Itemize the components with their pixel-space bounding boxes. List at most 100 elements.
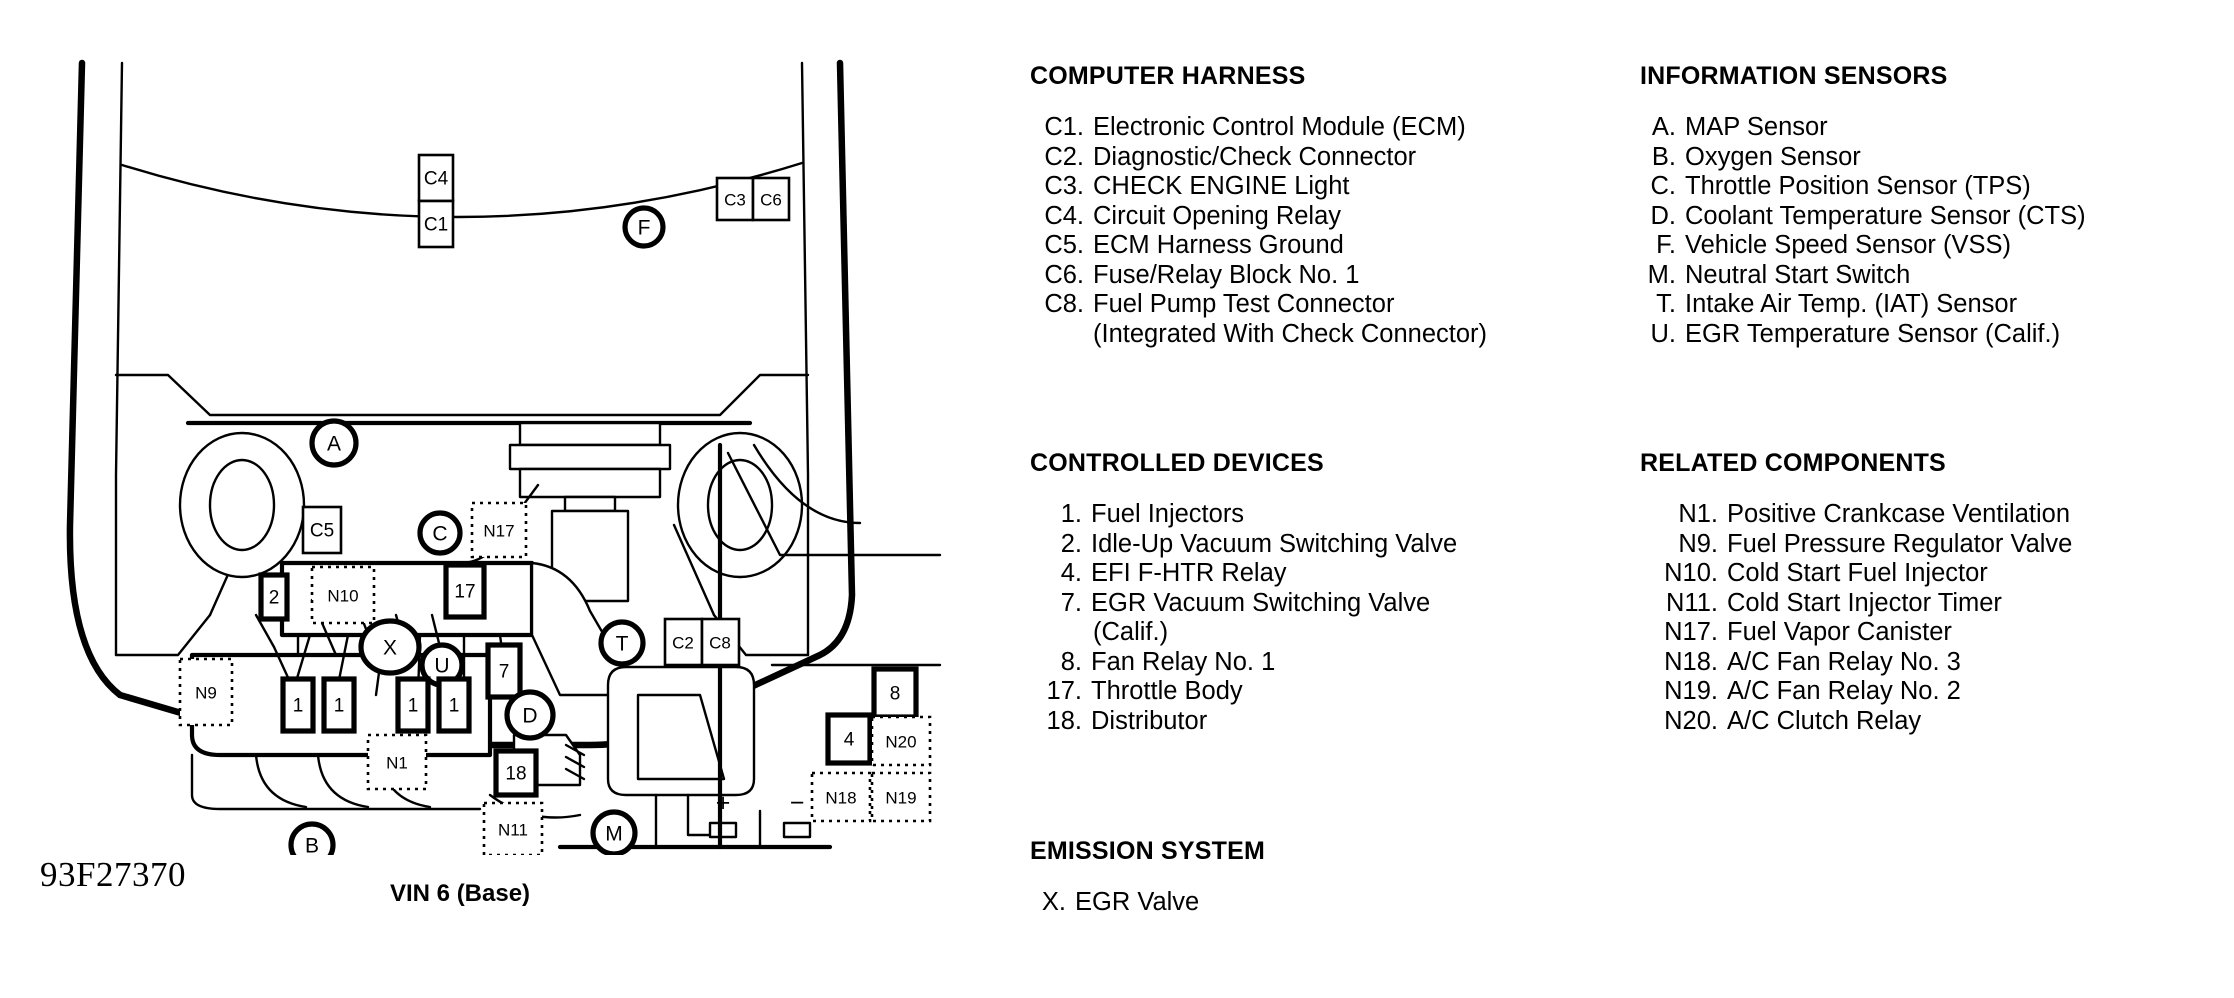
callout-8[interactable]: 8: [871, 666, 919, 720]
list-item: B.Oxygen Sensor: [1640, 143, 2234, 173]
callout-b[interactable]: B: [288, 821, 336, 855]
item-ref: C6.: [1044, 260, 1084, 289]
item-desc: Distributor: [1091, 706, 1208, 735]
list-item: N20.A/C Clutch Relay: [1640, 707, 2234, 737]
list-item: N17.Fuel Vapor Canister: [1640, 618, 2234, 648]
list-item: M.Neutral Start Switch: [1640, 261, 2234, 291]
item-desc: Positive Crankcase Ventilation: [1727, 500, 2071, 528]
item-desc: Cold Start Fuel Injector: [1727, 559, 1988, 587]
callout-1-c[interactable]: 1: [395, 676, 431, 734]
callout-n11[interactable]: N11: [482, 801, 544, 855]
callout-17[interactable]: 17: [443, 562, 487, 620]
item-desc: ECM Harness Ground: [1093, 231, 1344, 259]
callout-n18-label: N18: [825, 789, 856, 808]
item-desc: EFI F-HTR Relay: [1091, 559, 1287, 587]
callout-t[interactable]: T: [598, 619, 646, 667]
item-desc: (Integrated With Check Connector): [1093, 319, 1488, 348]
callout-c6[interactable]: C6: [751, 176, 791, 222]
callout-2[interactable]: 2: [258, 572, 290, 622]
callout-n1[interactable]: N1: [366, 733, 428, 791]
callout-a[interactable]: A: [309, 418, 359, 468]
list-item: U.EGR Temperature Sensor (Calif.): [1640, 320, 2234, 350]
callout-c8-label: C8: [709, 634, 731, 653]
callout-1-d[interactable]: 1: [436, 676, 472, 734]
list-item: 1.Fuel Injectors: [1030, 500, 1630, 530]
air-cleaner-assembly: [508, 421, 672, 603]
list-item: 17.Throttle Body: [1030, 677, 1630, 707]
item-ref: 1.: [1060, 500, 1082, 528]
list-item: N9. Fuel Pressure Regulator Valve: [1640, 530, 2234, 560]
callout-n9-label: N9: [195, 684, 217, 703]
drawing-id: 93F27370: [40, 855, 186, 894]
section-information-sensors: INFORMATION SENSORS A.MAP Sensor B.Oxyge…: [1640, 62, 2234, 349]
section-heading-related-components: RELATED COMPONENTS: [1640, 449, 1946, 477]
callout-1-c-label: 1: [408, 696, 419, 717]
item-desc: Fuel Vapor Canister: [1727, 618, 1952, 646]
strut-tower-left: [178, 431, 306, 579]
callout-x-label: X: [383, 637, 397, 660]
callout-c5[interactable]: C5: [301, 505, 343, 555]
callout-1-a[interactable]: 1: [280, 676, 316, 734]
engine-bay-illustration: + − C4 C1: [66, 59, 942, 855]
callout-n10[interactable]: N10: [310, 565, 376, 625]
callout-4-label: 4: [844, 730, 855, 751]
list-controlled-devices: 1.Fuel Injectors 2.Idle-Up Vacuum Switch…: [1030, 500, 1630, 736]
section-computer-harness: COMPUTER HARNESS C1.Electronic Control M…: [1030, 62, 1630, 349]
item-ref: M.: [1647, 260, 1676, 289]
callout-n17[interactable]: N17: [470, 501, 528, 559]
callout-t-label: T: [616, 633, 629, 656]
callout-n19[interactable]: N19: [870, 771, 932, 823]
list-item: D.Coolant Temperature Sensor (CTS): [1640, 202, 2234, 232]
callout-17-label: 17: [454, 582, 475, 603]
callout-c[interactable]: C: [417, 510, 463, 556]
item-ref: C3.: [1044, 172, 1084, 200]
item-ref: N11.: [1666, 588, 1718, 617]
item-desc: A/C Clutch Relay: [1727, 706, 1922, 735]
callout-c2[interactable]: C2: [663, 617, 704, 667]
legend-column-right: INFORMATION SENSORS A.MAP Sensor B.Oxyge…: [1640, 0, 2234, 998]
callout-c8[interactable]: C8: [700, 617, 741, 667]
item-desc: Fuel Pump Test Connector: [1093, 290, 1395, 318]
callout-f[interactable]: F: [622, 205, 666, 249]
callout-d[interactable]: D: [504, 689, 556, 741]
list-item: 2.Idle-Up Vacuum Switching Valve: [1030, 530, 1630, 560]
section-emission-system: EMISSION SYSTEM X.EGR Valve: [1030, 837, 1630, 918]
section-heading-information-sensors: INFORMATION SENSORS: [1640, 62, 1948, 90]
item-desc: Fuel Pressure Regulator Valve: [1727, 529, 2073, 558]
callout-c3[interactable]: C3: [715, 176, 755, 222]
list-emission-system: X.EGR Valve: [1030, 888, 1630, 918]
item-ref: X.: [1041, 888, 1066, 916]
section-controlled-devices: CONTROLLED DEVICES 1.Fuel Injectors 2.Id…: [1030, 449, 1630, 736]
callout-n9[interactable]: N9: [178, 657, 234, 727]
callout-c1[interactable]: C1: [417, 199, 455, 249]
callout-x[interactable]: X: [358, 618, 422, 676]
list-item: C5.ECM Harness Ground: [1030, 231, 1630, 261]
callout-1-a-label: 1: [293, 696, 304, 717]
callout-n18[interactable]: N18: [810, 771, 872, 823]
item-ref: N18.: [1664, 647, 1718, 676]
item-ref: 7.: [1060, 588, 1082, 617]
section-related-components: RELATED COMPONENTS N1.Positive Crankcase…: [1640, 449, 2234, 736]
callout-1-b[interactable]: 1: [321, 676, 357, 734]
list-item: N18.A/C Fan Relay No. 3: [1640, 648, 2234, 678]
callout-n20[interactable]: N20: [870, 715, 932, 767]
list-item: N19.A/C Fan Relay No. 2: [1640, 677, 2234, 707]
callout-4[interactable]: 4: [825, 712, 873, 766]
item-desc: Fuse/Relay Block No. 1: [1093, 260, 1360, 289]
item-desc: CHECK ENGINE Light: [1093, 172, 1350, 200]
item-ref: N9.: [1678, 529, 1718, 558]
callout-m[interactable]: M: [590, 809, 638, 855]
callout-n1-label: N1: [386, 754, 408, 773]
item-desc: Throttle Body: [1091, 677, 1243, 705]
washer-reservoir: [606, 665, 756, 849]
callout-n17-label: N17: [483, 522, 514, 541]
callout-18[interactable]: 18: [493, 748, 539, 798]
item-desc: Vehicle Speed Sensor (VSS): [1685, 231, 2012, 259]
callout-c4[interactable]: C4: [417, 153, 455, 203]
callout-7[interactable]: 7: [485, 642, 523, 700]
list-item-continuation: (Integrated With Check Connector): [1030, 320, 1630, 350]
list-item: C8.Fuel Pump Test Connector: [1030, 290, 1630, 320]
list-item: N1.Positive Crankcase Ventilation: [1640, 500, 2234, 530]
callout-c1-label: C1: [424, 215, 448, 236]
item-desc: (Calif.): [1093, 618, 1169, 646]
